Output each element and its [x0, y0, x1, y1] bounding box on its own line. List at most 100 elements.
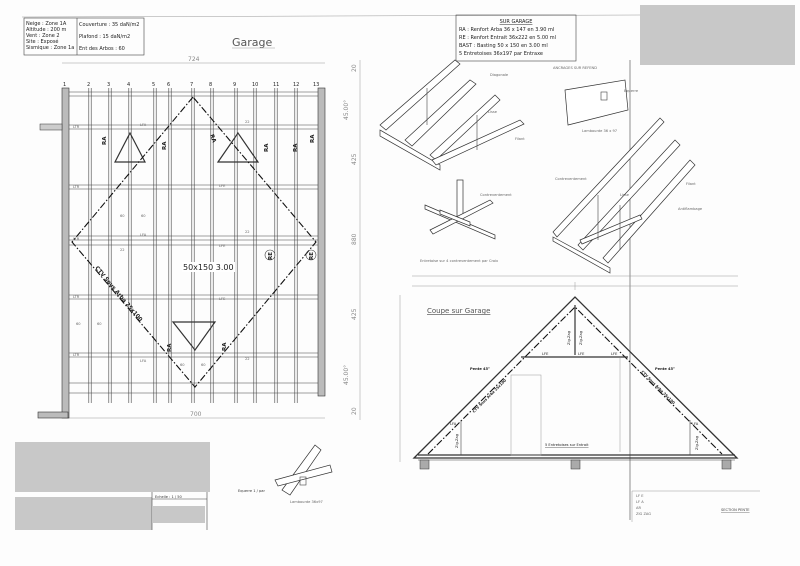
lisse-label: Lisse — [620, 193, 630, 197]
key-code: LF A — [636, 500, 644, 504]
label-22: 22 — [245, 120, 250, 124]
pitch-left: Pente 45° — [470, 367, 490, 371]
legend-line: BAST : Basting 50 x 150 en 3.00 ml — [459, 43, 548, 49]
re-label: RE — [309, 252, 315, 260]
key-code: ZIG ZAG — [636, 512, 651, 516]
row-label: LTR — [73, 295, 80, 299]
dim-right: 880 — [351, 233, 358, 245]
redacted-block — [640, 5, 795, 65]
cross-caption: Entretoise sur 4 contreventement par Cro… — [420, 259, 499, 263]
truss-number: 4 — [127, 82, 130, 88]
truss-number: 8 — [209, 82, 212, 88]
section-key-box: LF E LF A AR ZIG ZAG SECTION PENTE — [631, 490, 760, 522]
truss-number: 9 — [233, 82, 236, 88]
lfe-label: LFE — [219, 184, 226, 188]
hip-outline — [71, 96, 317, 388]
lfe-label: LFE — [219, 244, 226, 248]
legend-box: SUR GARAGE RA : Renfort Arba 36 x 147 en… — [455, 14, 577, 62]
row-label: LTR — [73, 237, 80, 241]
lambourde-label: Lambourde 36 x 97 — [582, 129, 617, 133]
truss-number: 11 — [273, 82, 279, 88]
re-label: RE — [268, 252, 274, 260]
section-view: Coupe sur Garage LFE LFE LFE Zig-Zag Zig… — [399, 275, 739, 470]
row-label: LTR — [73, 185, 80, 189]
lfa-label: LFA — [140, 123, 147, 127]
truss-number: 6 — [167, 82, 170, 88]
opening-triangle — [216, 131, 260, 163]
dim-right: 20 — [351, 64, 358, 72]
bottom-anchor-detail: Equerre 1 / par Lambourde 36x97 — [238, 444, 333, 504]
ctv-label: CTV Sous Arba 25x100 — [472, 378, 508, 414]
ra-label: RA — [102, 136, 108, 145]
dim-top: 724 — [188, 56, 200, 63]
diagonal-label: Diagonale — [490, 73, 509, 77]
cross-bracing-detail: Contreventement Entretoise sur 4 contrev… — [420, 179, 512, 263]
truss-number: 1 — [63, 82, 66, 88]
equerre-label: Equerre 1 / par — [238, 489, 265, 493]
spacing-label: 60 — [120, 214, 125, 218]
angle-label: 45.00° — [343, 365, 350, 385]
opening-triangle — [114, 131, 146, 163]
truss-number: 13 — [313, 82, 319, 88]
lfe-label: LFE — [219, 297, 226, 301]
ra-label: RA — [222, 342, 228, 351]
filant-label: Filant — [686, 182, 696, 186]
label-22: 22 — [245, 357, 250, 361]
ceiling-load: Plafond : 15 daN/m2 — [79, 34, 130, 40]
spacing-label: 60 — [97, 322, 102, 326]
zigzag-label: Zig-Zag — [567, 331, 571, 345]
lfe-label: LFE — [542, 352, 549, 356]
ctv-label: CTV Sous Arba 25x100 — [93, 265, 143, 323]
truss-number: 10 — [252, 82, 258, 88]
seismic-zone: Sismique : Zone 1a — [26, 45, 74, 51]
isometric-truss-detail: Diagonale Lisse Filant — [379, 59, 525, 171]
spacers-label: 5 Entretoises sur Entrait — [545, 443, 589, 447]
dim-bottom: 700 — [190, 411, 202, 418]
legend-line: 5 Entretoises 36x197 par Entraxe — [459, 51, 543, 57]
opening-triangle — [171, 321, 217, 352]
site-exposure: Site : Exposé — [26, 38, 59, 45]
dim-right: 20 — [351, 407, 358, 415]
truss-spacing: Ent des Arbos : 60 — [79, 46, 125, 52]
ra-label: RA — [264, 143, 270, 152]
dim-right: 425 — [351, 153, 358, 165]
truss-lines — [88, 88, 298, 403]
label-22: 22 — [245, 230, 250, 234]
redacted-block — [15, 497, 152, 530]
lfa-label: LFA — [140, 233, 147, 237]
legend-line: RA : Renfort Arba 36 x 147 en 3.90 ml — [459, 27, 554, 33]
pitch-right: Pente 45° — [655, 367, 675, 371]
lfe-label: LFE — [578, 352, 585, 356]
ra-label: RA — [293, 143, 299, 152]
zigzag-label: Zig-Zag — [695, 436, 699, 450]
scale-label: Echelle : 1 / 50 — [155, 495, 183, 499]
filant-label: Filant — [515, 137, 525, 141]
ra-label: RA — [167, 343, 173, 352]
antiflambage-label: Antiflambage — [678, 207, 703, 211]
section-title: Coupe sur Garage — [427, 307, 490, 315]
truss-number: 3 — [107, 82, 110, 88]
zigzag-label: Zig-Zag — [579, 331, 583, 345]
plan-view: 724 700 20 425 880 425 20 45.00° 45.00° … — [37, 56, 361, 420]
row-label: LTR — [73, 353, 80, 357]
legend-line: RE : Renfort Entrait 36x222 en 5.00 ml — [459, 35, 556, 41]
zigzag-label: Zig-Zag — [455, 434, 459, 448]
spacing-label: 60 — [76, 322, 81, 326]
contrevent-label: Contreventement — [480, 193, 512, 197]
ctv-label: CTV Sous Arba 25x100 — [640, 370, 676, 406]
section-key-title: SECTION PENTE — [721, 508, 750, 512]
anchors-title: ANCRAGES SUR REFEND — [553, 66, 597, 70]
truss-number: 7 — [190, 82, 193, 88]
ra-label: RA — [162, 141, 168, 150]
beam-label: 50x150 3.00 — [183, 263, 234, 272]
row-label: LTR — [73, 125, 80, 129]
truss-number: 5 — [152, 82, 155, 88]
roof-load: Couverture : 35 daN/m2 — [79, 22, 140, 28]
hip-truss-detail: Contreventement Lisse Antiflambage Filan… — [552, 117, 703, 274]
purlins — [69, 124, 318, 358]
dim-right: 425 — [351, 308, 358, 320]
left-wall — [61, 87, 70, 419]
